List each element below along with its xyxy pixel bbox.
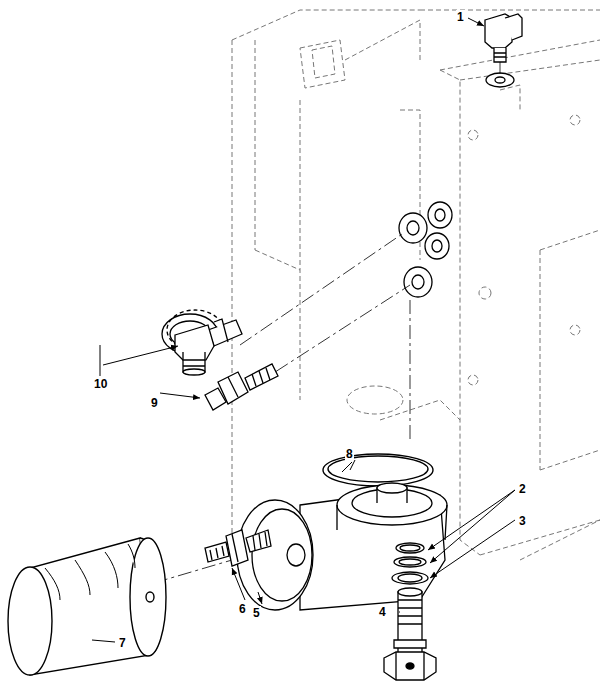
o-ring [323, 454, 433, 486]
callout-number: 7 [118, 636, 127, 650]
callout-number: 3 [518, 514, 527, 528]
callout-number: 9 [150, 396, 159, 410]
oil-filter [8, 538, 166, 675]
elbow-fitting [485, 14, 522, 62]
filter-adapter [237, 483, 447, 610]
straight-fitting [205, 364, 278, 410]
callout-number: 2 [518, 482, 527, 496]
callout-number: 1 [456, 10, 465, 24]
threaded-nipple [205, 530, 271, 566]
seal-rings [392, 543, 428, 584]
callout-number: 4 [378, 605, 387, 619]
callout-number: 8 [345, 447, 354, 461]
hollow-bolt [384, 588, 436, 680]
callout-number: 10 [93, 377, 108, 391]
elbow-fitting [175, 319, 242, 375]
leader-line [92, 18, 515, 642]
callout-number: 6 [238, 602, 247, 616]
block-ports [399, 73, 514, 297]
engine-block [232, 10, 600, 600]
callout-number: 5 [252, 606, 261, 620]
